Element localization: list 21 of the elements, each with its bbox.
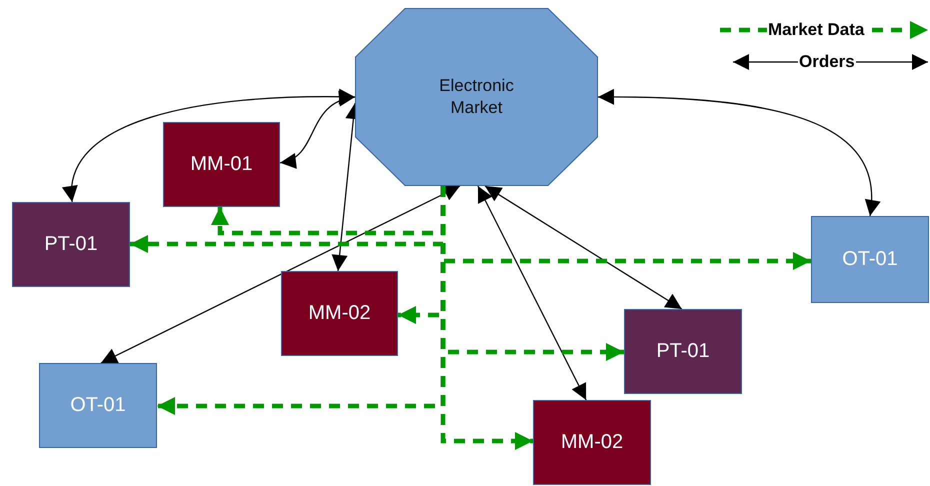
- process-box: [12, 202, 130, 287]
- double-arrow: [598, 89, 880, 216]
- node-label: PT-01: [44, 233, 98, 256]
- double-arrow: [100, 185, 460, 364]
- node-label: OT-01: [842, 248, 898, 271]
- node-label: PT-01: [656, 340, 710, 363]
- process-box: [533, 400, 651, 485]
- double-arrow: [280, 92, 356, 167]
- node-label: OT-01: [70, 394, 126, 417]
- node-label: MM-02: [560, 431, 624, 454]
- node-label: MM-01: [190, 153, 253, 176]
- node-label: Electronic Market: [438, 74, 515, 119]
- double-arrow: [477, 186, 587, 400]
- process-box: [811, 216, 929, 303]
- double-arrow: [64, 88, 355, 202]
- process-box: [163, 122, 280, 207]
- process-box: [624, 309, 742, 394]
- process-box: [39, 363, 157, 448]
- process-box: [281, 271, 398, 356]
- node-label: MM-02: [308, 302, 371, 325]
- double-arrow: [484, 186, 682, 310]
